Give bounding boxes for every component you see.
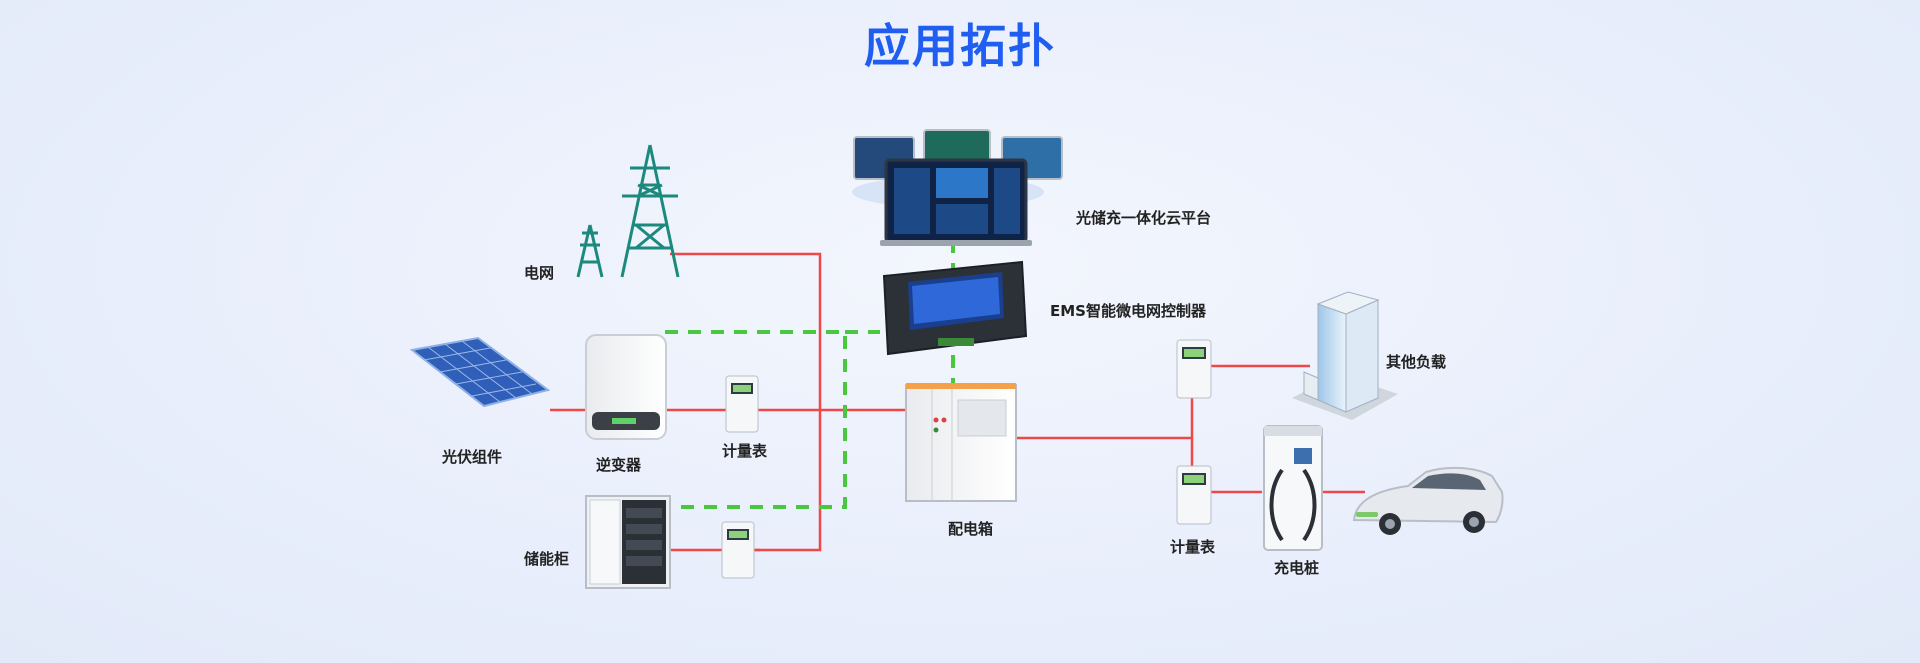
cloud-platform-icon xyxy=(852,129,1063,246)
meter-icon-other-load xyxy=(1176,339,1212,399)
charging-pile-icon xyxy=(1263,425,1323,551)
storage-cabinet-icon xyxy=(585,495,671,589)
page-title: 应用拓扑 xyxy=(864,19,1056,73)
label-other-load: 其他负载 xyxy=(1386,353,1447,371)
power-line-grid-trunk xyxy=(670,252,822,552)
label-storage: 储能柜 xyxy=(524,550,570,568)
label-distribution-box: 配电箱 xyxy=(948,520,994,538)
inverter-icon xyxy=(585,334,667,440)
electric-car-icon xyxy=(1352,466,1504,535)
label-charger: 充电桩 xyxy=(1274,559,1320,577)
label-meter-pv: 计量表 xyxy=(722,442,768,460)
distribution-box-icon xyxy=(905,383,1017,502)
comm-line-inverter-storage xyxy=(665,330,847,509)
label-ems: EMS智能微电网控制器 xyxy=(1050,302,1206,320)
label-cloud: 光储充一体化云平台 xyxy=(1076,209,1212,227)
label-inverter: 逆变器 xyxy=(596,456,642,474)
meter-icon-pv xyxy=(725,375,759,433)
meter-icon-charger xyxy=(1176,465,1212,525)
ems-controller-icon xyxy=(882,260,1028,356)
power-grid-tower-icon xyxy=(576,144,680,278)
label-pv: 光伏组件 xyxy=(442,448,503,466)
solar-panel-icon xyxy=(409,336,551,408)
label-grid: 电网 xyxy=(524,264,555,282)
building-icon xyxy=(1292,291,1398,420)
meter-icon-storage xyxy=(721,521,755,579)
label-meter-right: 计量表 xyxy=(1170,538,1216,556)
